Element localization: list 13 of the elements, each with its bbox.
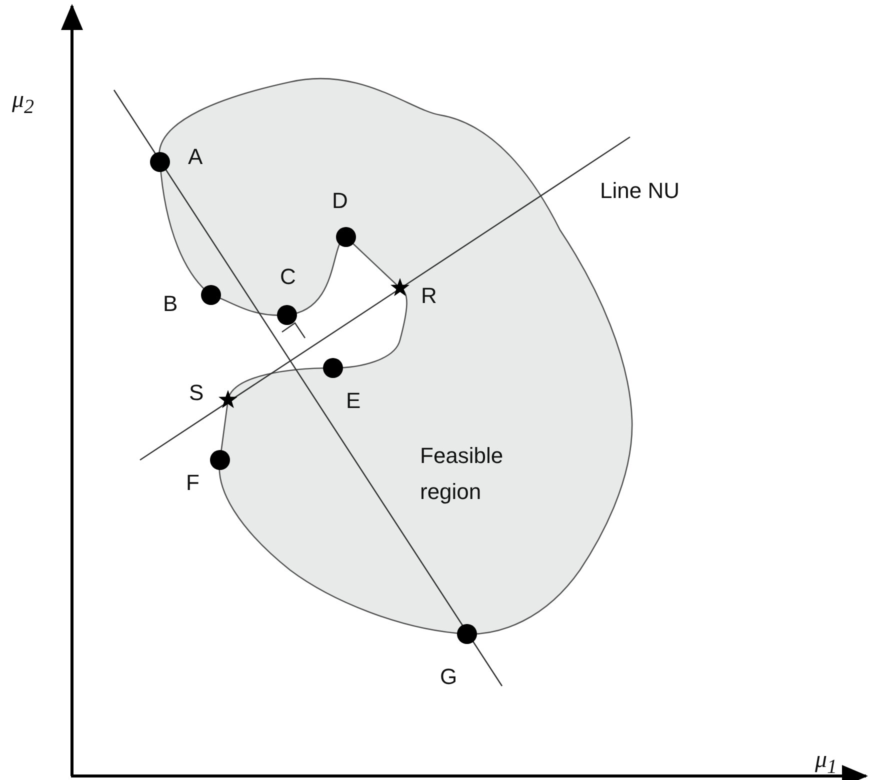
point-label: D [332, 190, 348, 212]
point-label: E [346, 390, 361, 412]
point-label: C [280, 266, 296, 288]
point-label: S [189, 382, 204, 404]
point-label: R [421, 285, 437, 307]
point-label: F [186, 472, 200, 494]
line-label: Line NU [600, 180, 680, 202]
axis-label: μ$_{1}$ [815, 748, 838, 777]
point-label: B [163, 293, 178, 315]
point-label: G [440, 666, 458, 688]
point-label: A [188, 146, 203, 168]
axis-label: μ$_{2}$ [12, 88, 34, 117]
region-label: Feasible region [420, 442, 504, 506]
